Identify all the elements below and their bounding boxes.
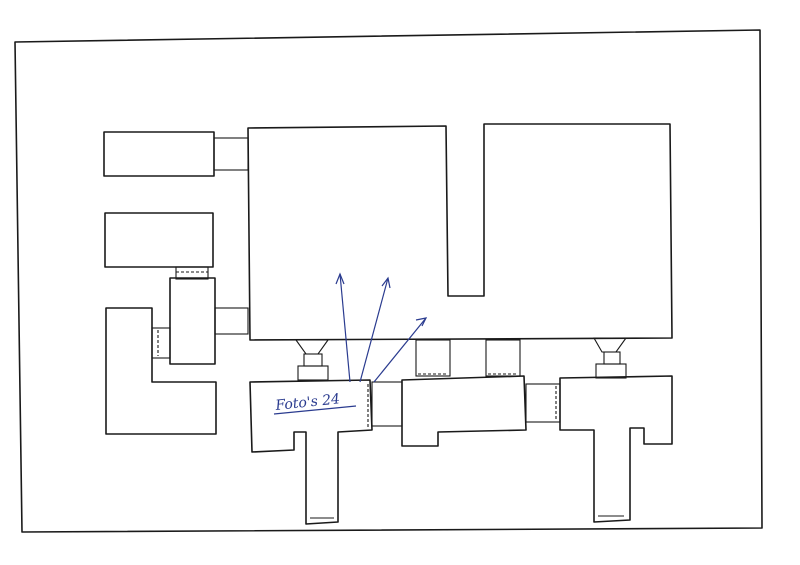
connector-bottom-right [525,383,561,423]
left-block-middle [104,212,214,268]
photo-annotation-underline [273,405,357,415]
connector-bottom-mid [371,381,403,427]
bottom-right-t-building [559,375,673,523]
bottom-middle-block [401,375,527,447]
pivot-mount-left [294,339,330,381]
left-l-block [105,307,217,435]
outer-frame [14,29,763,533]
connector-middle-vertical [175,266,209,280]
column-1 [415,339,451,377]
connector-l-block [151,327,171,359]
pivot-mount-right [593,337,628,379]
connector-small-right [214,307,249,335]
connector-top [213,137,249,171]
left-block-top [103,131,215,177]
annotation-arrows [335,272,428,383]
photo-annotation-label: Foto's 24 [274,391,341,414]
column-2 [485,339,521,377]
left-small-block [169,277,216,365]
main-hall [247,123,673,341]
bottom-left-t-building [249,379,373,525]
